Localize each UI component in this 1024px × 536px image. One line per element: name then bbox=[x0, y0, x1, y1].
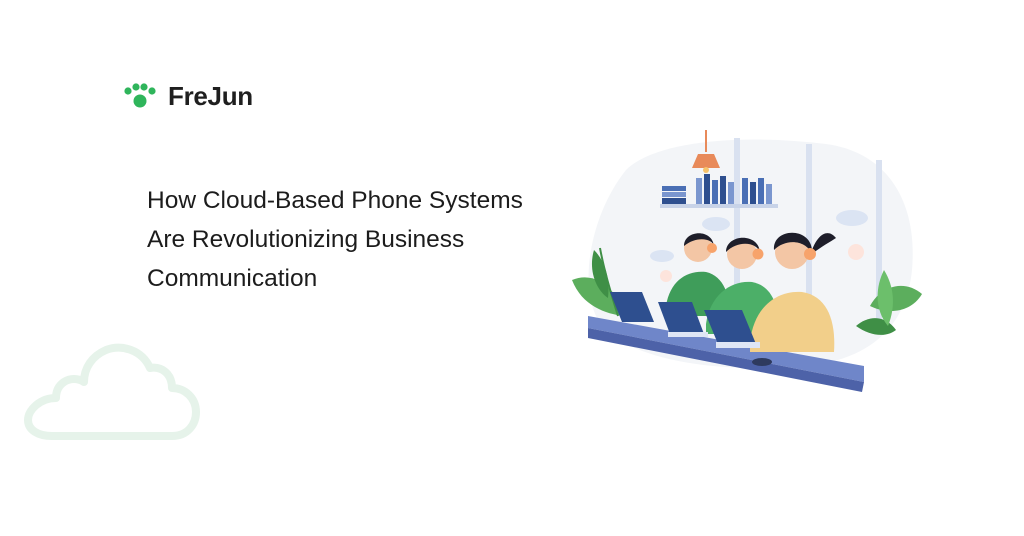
speech-bubble-icon bbox=[650, 250, 674, 262]
page-title: How Cloud-Based Phone Systems Are Revolu… bbox=[147, 181, 587, 298]
mouse bbox=[752, 358, 772, 366]
book bbox=[728, 182, 734, 204]
window-pane-1 bbox=[734, 138, 740, 328]
desk-front bbox=[588, 328, 864, 392]
title-line-3: Communication bbox=[147, 265, 318, 292]
cloud-outline-icon bbox=[24, 343, 200, 440]
speech-bubble-icon bbox=[702, 217, 730, 231]
book bbox=[662, 186, 686, 191]
agent-hair bbox=[773, 232, 836, 254]
title-line-1: How Cloud-Based Phone Systems bbox=[147, 187, 523, 214]
laptop bbox=[658, 302, 704, 334]
agent-body bbox=[750, 291, 835, 352]
call-center-agents-illustration bbox=[572, 130, 922, 392]
brand-name: FreJun bbox=[168, 80, 253, 111]
book bbox=[704, 174, 710, 204]
book bbox=[720, 176, 726, 204]
laptop-base bbox=[716, 342, 760, 348]
plant-stem bbox=[599, 247, 619, 317]
agent-head bbox=[727, 239, 757, 269]
book bbox=[662, 192, 686, 197]
desk-top bbox=[588, 316, 864, 382]
brand-logo: FreJun bbox=[122, 80, 253, 112]
agent-hair bbox=[684, 233, 714, 246]
headset-icon bbox=[752, 248, 764, 260]
thumbs-up-bubble-icon bbox=[660, 270, 672, 282]
book bbox=[696, 178, 702, 204]
book bbox=[712, 180, 718, 204]
window-pane-2 bbox=[806, 144, 812, 324]
plant-leaf bbox=[877, 270, 893, 326]
agent-hair bbox=[726, 237, 760, 252]
book bbox=[750, 182, 756, 204]
laptop bbox=[610, 292, 654, 322]
shelf bbox=[660, 204, 778, 208]
laptop bbox=[704, 310, 756, 344]
book bbox=[766, 184, 772, 204]
book bbox=[742, 178, 748, 204]
headset-icon bbox=[707, 243, 717, 253]
book bbox=[662, 198, 686, 204]
book bbox=[758, 178, 764, 204]
lamp-shade bbox=[692, 154, 720, 168]
paw-dots-icon bbox=[124, 83, 156, 108]
window-pane-3 bbox=[876, 160, 882, 320]
plant-leaf bbox=[572, 277, 624, 316]
heart-bubble-icon bbox=[848, 244, 864, 260]
laptop-base bbox=[668, 332, 708, 337]
speech-bubble-icon bbox=[836, 210, 868, 226]
plant-leaf bbox=[591, 250, 609, 298]
title-line-2: Are Revolutionizing Business bbox=[147, 226, 465, 253]
headset-icon bbox=[804, 248, 816, 260]
